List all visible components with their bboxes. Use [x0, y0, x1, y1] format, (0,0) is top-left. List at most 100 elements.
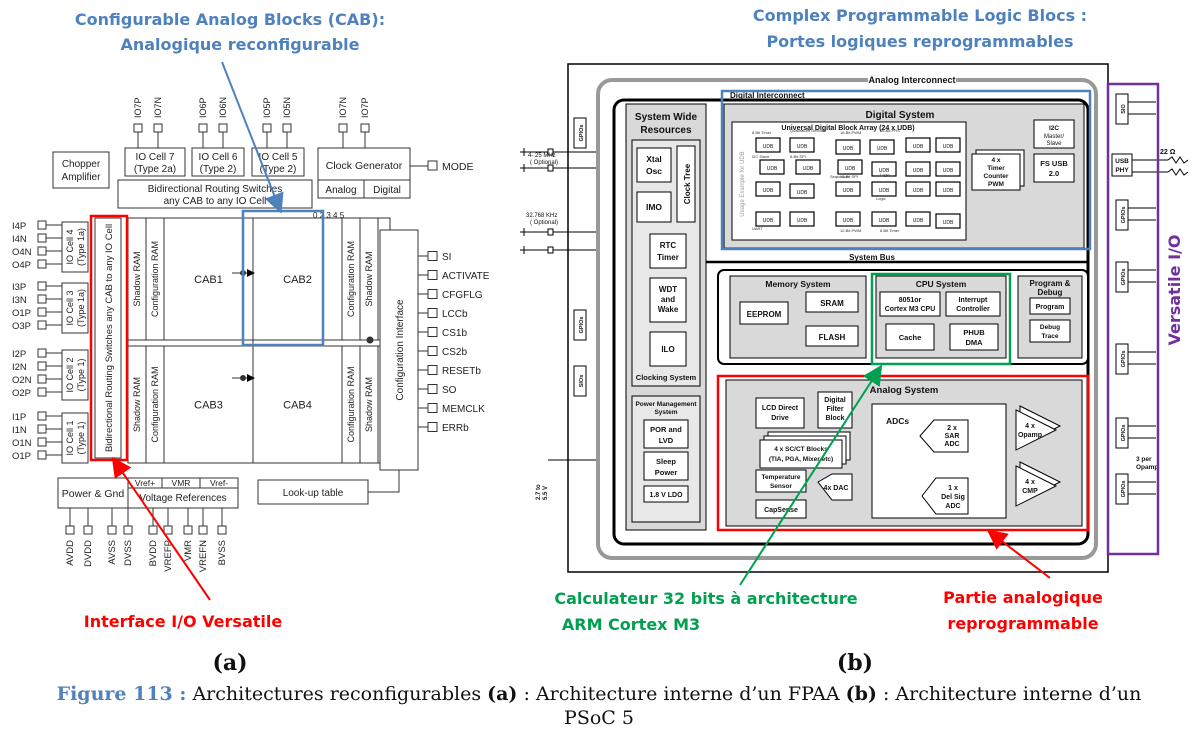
cmp-label-1: 4 x [1025, 479, 1035, 486]
right-pin-label-2: CFGFLG [442, 290, 483, 301]
ilo-label: ILO [661, 345, 674, 354]
bottom-pin-7 [198, 525, 208, 535]
wdt-label-3: Wake [658, 305, 679, 314]
freq1-label-1: 4- 25 MHz [528, 153, 556, 159]
bus-numbers: 0 2 3 4 5 [313, 211, 345, 220]
figure-caption: Figure 113 : Architectures reconfigurabl… [0, 682, 1198, 730]
timer-counter-box [971, 153, 1021, 191]
top-pin-label-5: IO5N [282, 97, 292, 118]
udb-cell [905, 137, 931, 153]
versatile-io-highlight [1106, 82, 1160, 556]
left-gpio-label-1: GPIOs [579, 317, 585, 334]
power-mgmt-label-2: System [654, 409, 677, 416]
xtal-label-1: Xtal [646, 154, 662, 164]
cpld-annotation-1: Complex Programmable Logic Blocs : [753, 6, 1087, 25]
chopper-label-1: Chopper [62, 159, 101, 170]
flash-label: FLASH [819, 333, 846, 342]
shadow-ram-label: Shadow RAM [132, 377, 142, 432]
bottom-pin-2 [107, 525, 117, 535]
config-ram-label: Configuration RAM [346, 241, 356, 317]
caption-text-2: : Architecture interne d’un FPAA [517, 683, 846, 705]
udb-small-label: 16-Bit PRS [880, 128, 900, 133]
left-pin [37, 307, 47, 317]
timer-label-1: 4 x [991, 157, 1000, 164]
right-gpio-label-3: GPIOs [1121, 351, 1127, 368]
udb-cell [789, 183, 815, 199]
bottom-pin-8 [217, 525, 227, 535]
clock-tree-label: Clock Tree [683, 163, 692, 204]
left-io-cell-label-1: IO Cell 1 [65, 420, 75, 455]
left-pin-label: I1N [12, 425, 27, 436]
usb-phy-label-1: USB [1115, 158, 1129, 165]
udb-cell [871, 211, 897, 227]
left-pin [37, 320, 47, 330]
left-pin-label: I4P [12, 221, 26, 232]
io-cell-7-type: (Type 2a) [134, 164, 176, 175]
vref-minus-label: Vref- [210, 478, 228, 488]
imo-label: IMO [646, 202, 662, 212]
top-pin-label-6: IO7N [338, 97, 348, 118]
left-pin [37, 348, 47, 358]
phub-label-2: DMA [965, 338, 983, 347]
cmp-label-2: CMP [1022, 488, 1038, 495]
left-pin [37, 411, 47, 421]
config-ram-label: Configuration RAM [346, 366, 356, 442]
left-pin-label: I3N [12, 295, 27, 306]
bottom-pin-label-6: VMR [183, 540, 194, 561]
udb-cell [935, 213, 961, 229]
power-gnd-box [57, 477, 129, 509]
bottom-pin-label-8: BVSS [217, 540, 228, 565]
sc-ct-label-1: 4 x SC/CT Blocks [774, 446, 828, 453]
rtc-label-1: RTC [660, 241, 677, 250]
left-gpio-0 [573, 117, 587, 149]
sram-box [805, 291, 859, 313]
debug-label-1: Debug [1040, 324, 1060, 331]
caption-a: (a) [487, 683, 518, 705]
xtal-osc-box [636, 147, 672, 183]
udb-cell [759, 159, 785, 175]
sleep-label-2: Power [655, 468, 678, 477]
label-a: (a) [212, 650, 247, 676]
cpu-label-2: Cortex M3 CPU [885, 306, 936, 313]
left-io-cell-2 [61, 349, 89, 401]
udb-cell [905, 181, 931, 197]
right-pin-label-7: SO [442, 385, 457, 396]
left-pin [37, 246, 47, 256]
left-pin-label: O4N [12, 247, 32, 258]
udb-array-label: Universal Digital Block Array (24 x UDB) [781, 125, 914, 132]
versatile-io-annotation: Versatile I/O [1165, 234, 1184, 345]
left-pin-label: I2P [12, 349, 26, 360]
temp-label-1: Temperature [762, 474, 801, 481]
rtc-label-2: Timer [657, 253, 679, 262]
udb-cell-label: UDB [943, 144, 954, 150]
ldo-box [643, 485, 689, 503]
right-pin-label-5: CS2b [442, 347, 467, 358]
sar-label-2: SAR [945, 433, 960, 440]
right-pin-3 [427, 308, 438, 318]
cab-arrow [221, 61, 284, 214]
top-pin-label-3: IO6N [218, 97, 228, 118]
left-io-cell-3 [61, 282, 89, 334]
top-pin-6 [338, 123, 348, 133]
xtal-label-2: Osc [646, 166, 662, 176]
sar-label-3: ADC [944, 441, 959, 448]
io-cell-6-type: (Type 2) [200, 164, 237, 175]
right-gpio-label-5: GPIOs [1121, 481, 1127, 498]
io-versatile-annotation: Interface I/O Versatile [84, 612, 283, 631]
voltage-references-label: Voltage References [139, 493, 226, 504]
cpu-label-1: 8051or [899, 297, 922, 304]
top-pin-7 [360, 123, 370, 133]
udb-small-label: 8-Bit SPI [790, 154, 806, 159]
right-gpio-5 [1115, 473, 1129, 505]
io-cell-6-label: IO Cell 6 [199, 152, 238, 163]
right-gpio-label-4: GPIOs [1121, 425, 1127, 442]
left-pin-label: O1N [12, 438, 32, 449]
left-pin [37, 374, 47, 384]
sc-ct-blocks-box [759, 439, 843, 469]
digital-filter-label-1: Digital [824, 397, 845, 404]
udb-cell-label: UDB [843, 218, 854, 224]
left-gpio-1 [573, 309, 587, 341]
left-io-cell-type-2: (Type 1) [76, 358, 86, 391]
